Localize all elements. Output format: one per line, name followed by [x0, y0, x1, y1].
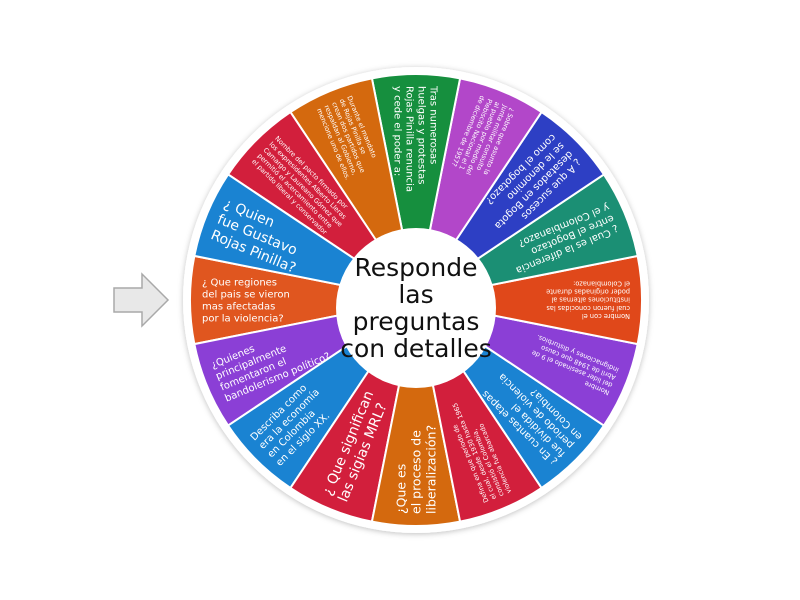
wheel-center-hub[interactable]: Responde las preguntas con detalles	[336, 228, 496, 388]
wheel-segment-label: Tras numerosashuelgas y protestasRojas P…	[392, 85, 439, 192]
arrow-right-pointer-icon	[113, 272, 170, 328]
wheel-segment-label: ¿Que esel proceso deliberalización?	[393, 425, 438, 514]
wheel-center-title: Responde las preguntas con detalles	[340, 253, 492, 363]
wheel-segment-label: Nombre con elcual fueron conocidas lasin…	[546, 279, 630, 320]
